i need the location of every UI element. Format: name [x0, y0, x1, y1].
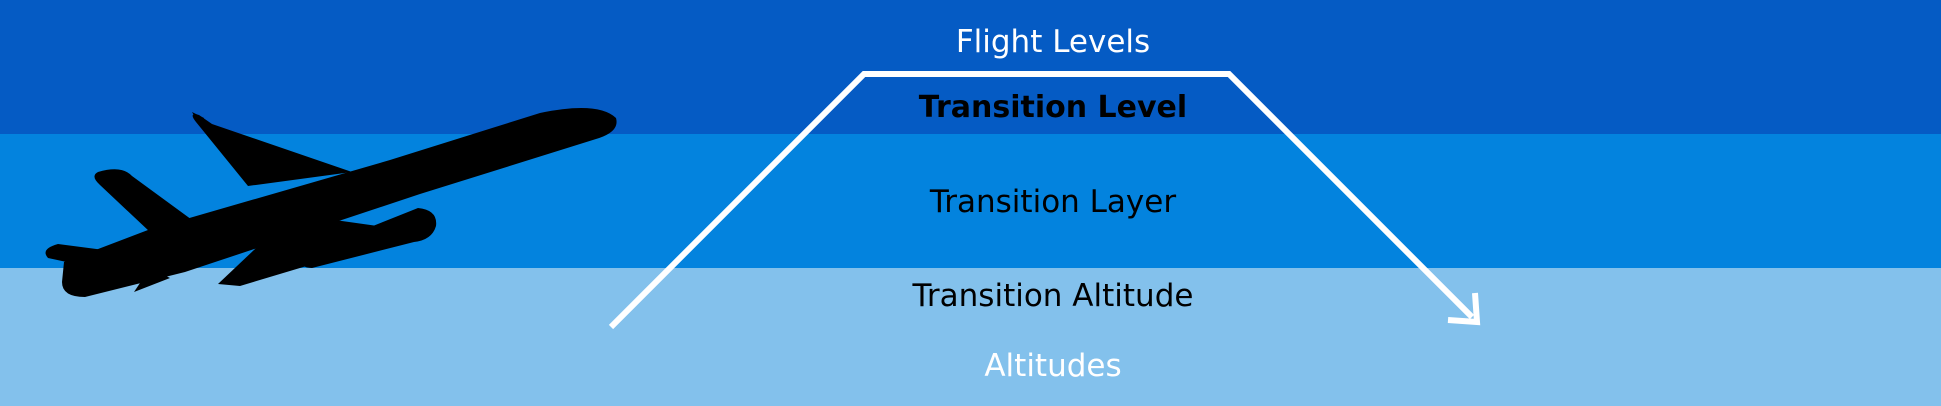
airplane-silhouette-icon [45, 108, 617, 297]
flight-path [608, 71, 1475, 330]
transition-level-label: Transition Level [918, 90, 1188, 125]
altitudes-label: Altitudes [984, 348, 1122, 384]
altitudes-band [0, 268, 1941, 406]
transition-layer-label: Transition Layer [929, 184, 1177, 220]
flight-levels-label: Flight Levels [955, 24, 1151, 60]
arrowhead-icon [1447, 292, 1481, 326]
flight-levels-band [0, 0, 1941, 134]
transition-altitude-label: Transition Altitude [912, 278, 1194, 314]
